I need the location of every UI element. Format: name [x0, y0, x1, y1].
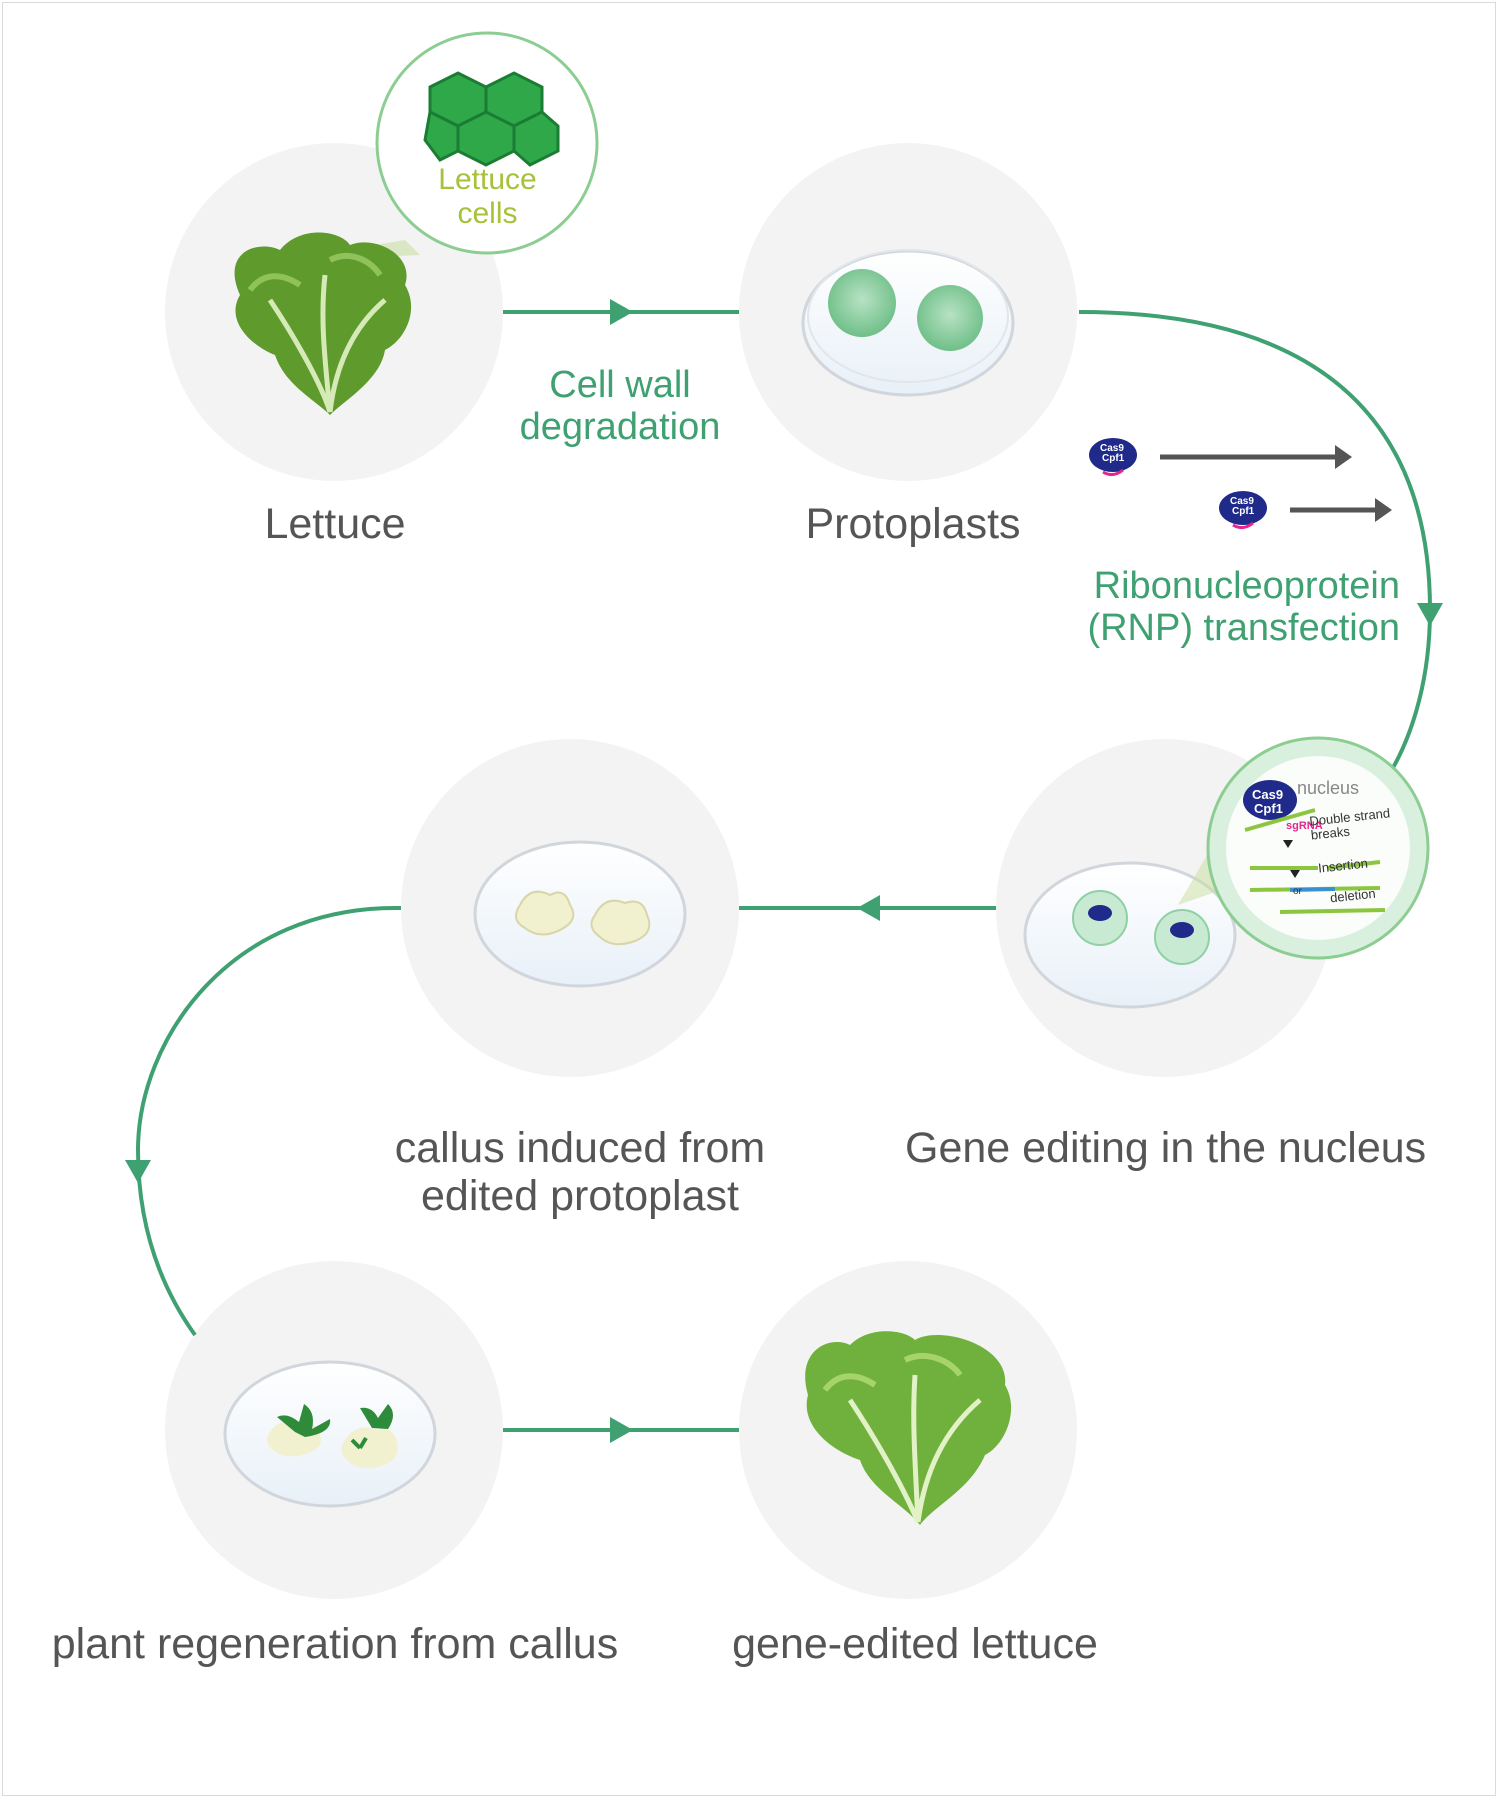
- arrowheads: [125, 299, 1443, 1443]
- lettuce-cells-label: Lettuce cells: [438, 163, 537, 230]
- arrow-down-curve: [135, 905, 402, 1337]
- arrow-rnp-curve: [1078, 310, 1433, 782]
- gene-edited-lettuce-label: gene-edited lettuce: [732, 1620, 1098, 1668]
- callus-label: callus induced from edited protoplast: [394, 1124, 766, 1221]
- regeneration-label: plant regeneration from callus: [51, 1620, 619, 1668]
- lettuce-label: Lettuce: [264, 500, 406, 548]
- petri-dish-protoplasts: [801, 249, 1015, 397]
- petri-dish-regeneration: [223, 1360, 437, 1508]
- rnp-molecules: [1089, 438, 1392, 530]
- sgrna-label: sgRNA: [1286, 820, 1323, 832]
- lettuce-icon: [234, 232, 420, 415]
- cpf1-label: Cpf1: [1254, 801, 1283, 816]
- rnp-cpf1-label-1: Cpf1: [1102, 453, 1125, 464]
- lettuce-cells-inset: [375, 31, 599, 255]
- rnp-transfection-label: Ribonucleoprotein (RNP) transfection: [1087, 565, 1400, 649]
- gene-edited-lettuce-icon: [805, 1331, 1012, 1525]
- cas9-label: Cas9: [1252, 787, 1284, 802]
- rnp-cpf1-label-2: Cpf1: [1232, 506, 1255, 517]
- rnp-cas9-label-2: Cas9: [1230, 496, 1254, 507]
- or-label: or: [1293, 886, 1302, 897]
- protoplasts-label: Protoplasts: [805, 500, 1021, 548]
- rnp-cas9-label-1: Cas9: [1100, 443, 1124, 454]
- petri-dish-callus: [473, 840, 687, 988]
- gene-editing-label: Gene editing in the nucleus: [905, 1124, 1427, 1172]
- cell-wall-degradation-label: Cell wall degradation: [519, 364, 721, 448]
- nucleus-label: nucleus: [1297, 778, 1360, 798]
- nucleus-inset: [1206, 736, 1430, 960]
